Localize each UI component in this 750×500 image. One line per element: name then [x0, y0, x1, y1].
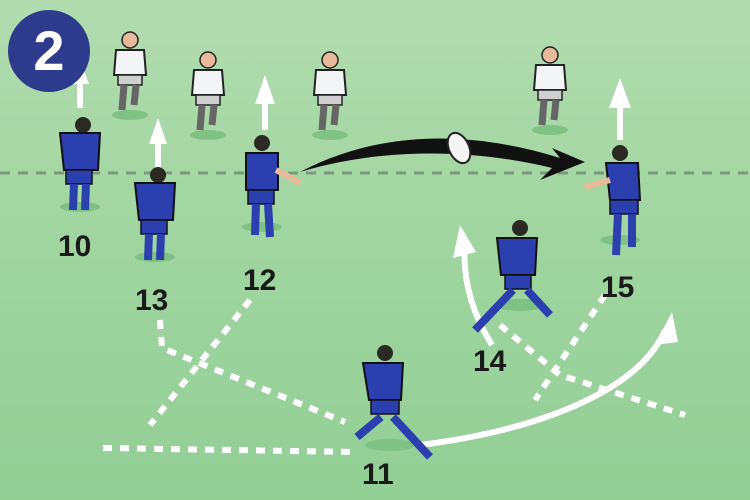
- player-number-10: 10: [58, 230, 92, 263]
- defenders: [112, 31, 568, 140]
- attacker-player-15: [584, 145, 642, 256]
- rugby-ball-icon: [446, 131, 472, 165]
- player-number-13: 13: [135, 284, 169, 317]
- run-line-14-past: [498, 322, 686, 418]
- defender-player: [112, 31, 148, 120]
- run-line-11-past: [102, 445, 356, 455]
- defender-player: [190, 51, 226, 140]
- attacker-player-11: [354, 345, 433, 460]
- player-number-14: 14: [473, 345, 507, 378]
- player-number-12: 12: [243, 264, 277, 297]
- attacker-player-12: [242, 135, 302, 238]
- pass-arrow: [300, 138, 585, 180]
- attacker-player-10: [58, 117, 102, 212]
- defender-player: [312, 51, 348, 140]
- run-line-15-past: [532, 293, 608, 402]
- run-arrow-11: [419, 328, 668, 448]
- attacker-player-14: [472, 220, 553, 333]
- attacker-player-13: [133, 167, 177, 262]
- player-number-15: 15: [601, 271, 635, 304]
- dotted-run-lines: [102, 293, 686, 455]
- run-line-13-past: [157, 319, 347, 425]
- attackers: [58, 117, 642, 460]
- defender-player: [532, 46, 568, 135]
- step-number-badge: 2: [8, 10, 90, 92]
- player-number-11: 11: [362, 458, 394, 491]
